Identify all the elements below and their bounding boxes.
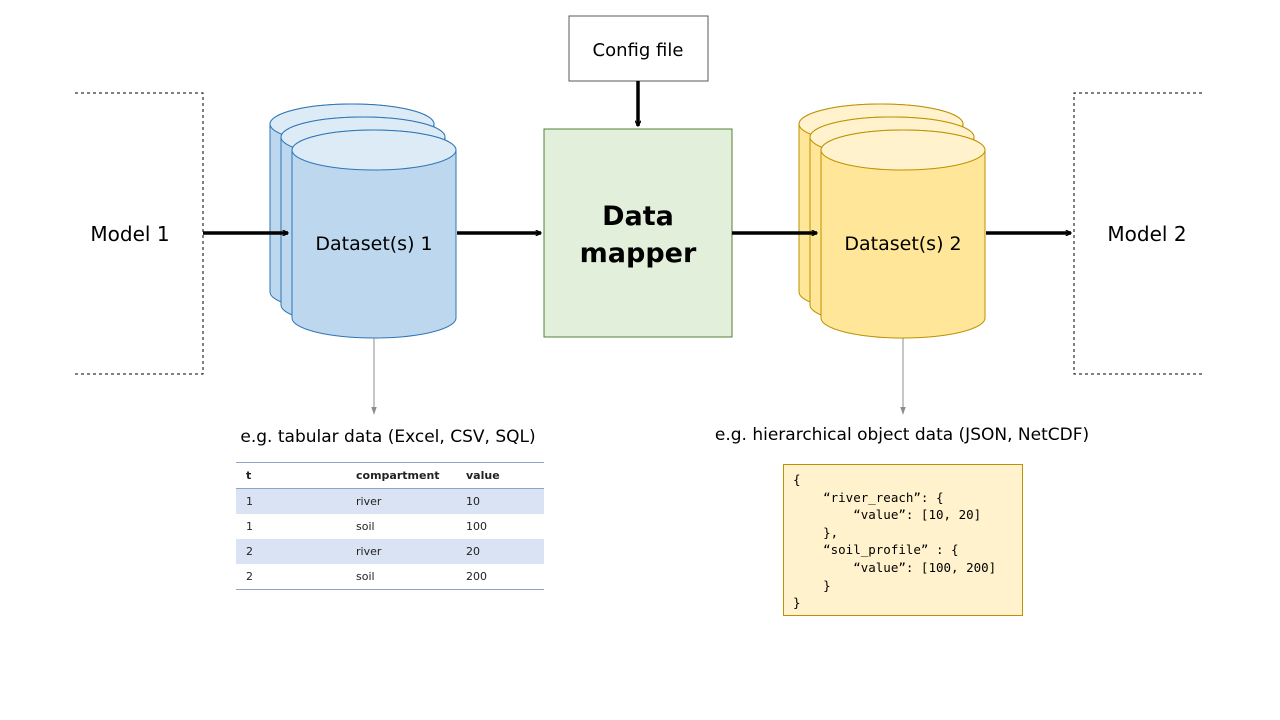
table-header-row: t compartment value (236, 462, 544, 489)
column-header-value: value (456, 462, 544, 489)
table-cell: river (346, 539, 456, 564)
data-mapper-label-line1: Data (602, 201, 674, 232)
table-cell: river (346, 488, 456, 514)
table-cell: soil (356, 570, 375, 583)
table-cell: 1 (236, 488, 346, 514)
config-file-label: Config file (593, 40, 684, 61)
model-1-label: Model 1 (90, 222, 169, 246)
table-cell: 2 (246, 570, 253, 583)
table-row: 2 river 20 (236, 539, 544, 564)
dataset-2-label: Dataset(s) 2 (844, 233, 961, 255)
table-cell: 20 (456, 539, 544, 564)
column-header-compartment: compartment (346, 462, 456, 489)
data-mapper-box (543, 128, 733, 338)
tabular-data-example: t compartment value 1 river 10 1 soil 10… (236, 462, 544, 590)
table-row: 1 soil 100 (236, 514, 544, 539)
table-cell: 100 (466, 520, 487, 533)
json-data-example: { “river_reach”: { “value”: [10, 20] }, … (783, 464, 1023, 616)
config-file-box (568, 15, 709, 82)
dataset-1-cylinder-stack (269, 103, 457, 339)
table-cell: 10 (456, 488, 544, 514)
caption-tabular-data: e.g. tabular data (Excel, CSV, SQL) (240, 427, 535, 447)
table-row: 2 soil 200 (236, 564, 544, 590)
dataset-1-label: Dataset(s) 1 (315, 233, 432, 255)
table-row: 1 river 10 (236, 488, 544, 514)
dataset-2-cylinder-stack (798, 103, 986, 339)
table-cell: 2 (236, 539, 346, 564)
table-cell: soil (356, 520, 375, 533)
data-mapper-label-line2: mapper (580, 238, 697, 269)
column-header-t: t (236, 462, 346, 489)
cylinder-front (820, 129, 986, 339)
table-cell: 1 (246, 520, 253, 533)
cylinder-front (291, 129, 457, 339)
table-cell: 200 (466, 570, 487, 583)
caption-hierarchical-data: e.g. hierarchical object data (JSON, Net… (715, 425, 1089, 445)
model-2-label: Model 2 (1107, 222, 1186, 246)
